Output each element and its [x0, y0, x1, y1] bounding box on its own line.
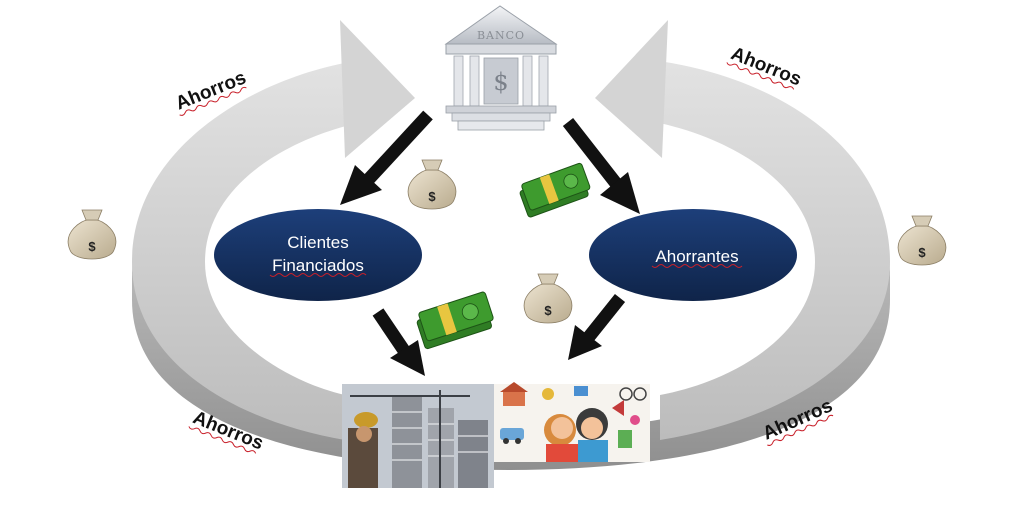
squiggle — [188, 426, 257, 454]
savings-ring — [132, 20, 890, 470]
arrow-clientes-to-projects — [372, 308, 425, 376]
arrow-bank-to-clientes — [340, 110, 433, 205]
bank-icon: BANCO $ — [444, 5, 558, 131]
cash-stack-icon — [519, 162, 591, 218]
squiggle — [179, 86, 247, 116]
money-bag-symbol: $ — [544, 303, 552, 318]
arrow-ahorrantes-to-consumption — [568, 293, 626, 360]
cash-stack-icon — [416, 291, 494, 350]
node-clientes-financiados: Clientes Financiados — [214, 209, 422, 301]
money-bag-symbol: $ — [88, 239, 96, 254]
ring-left-arc — [132, 62, 362, 440]
squiggle — [269, 273, 367, 277]
money-bag-icon: $ — [407, 159, 457, 210]
node-ahorrantes: Ahorrantes — [589, 209, 797, 301]
ring-arrowhead-left — [340, 20, 415, 158]
node-clientes-line1: Clientes — [287, 233, 348, 252]
node-ahorrantes-label: Ahorrantes — [655, 247, 738, 266]
money-bag-icon: $ — [897, 215, 947, 266]
money-bag-symbol: $ — [918, 245, 926, 260]
money-bag-icon: $ — [67, 209, 117, 260]
flow-arrows — [340, 110, 640, 376]
squiggle — [767, 414, 834, 446]
node-clientes-line2: Financiados — [272, 256, 364, 275]
squiggle — [651, 264, 743, 268]
arrow-bank-to-ahorrantes — [562, 117, 640, 214]
construction-photo — [342, 384, 494, 488]
money-bag-icon: $ — [523, 273, 573, 324]
ring-arrowhead-right — [595, 20, 668, 158]
bank-sign: BANCO — [477, 29, 525, 42]
consumption-photo — [494, 382, 650, 462]
money-bag-symbol: $ — [428, 189, 436, 204]
bank-dollar-symbol: $ — [493, 68, 508, 96]
ring-right-arc — [655, 62, 890, 440]
squiggle — [726, 62, 795, 90]
